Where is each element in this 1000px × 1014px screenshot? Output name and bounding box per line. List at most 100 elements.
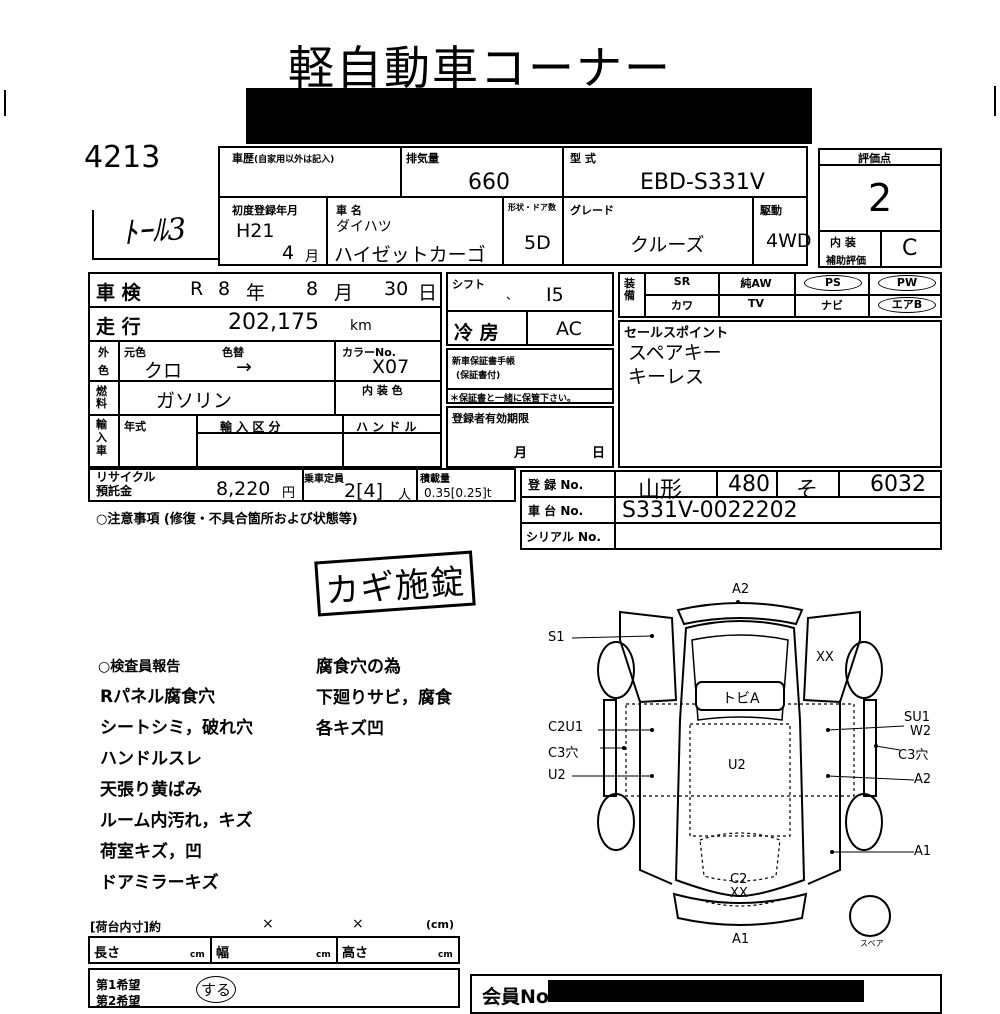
reg-expiry-label: 登録者有効期限 — [452, 412, 529, 425]
interior-sub-label: 補助評価 — [826, 256, 866, 267]
member-redacted — [548, 980, 864, 1002]
fuel-label: 燃料 — [96, 385, 107, 410]
displacement-label: 排気量 — [406, 152, 439, 165]
new-car-label: 新車保証書手帳 — [452, 357, 516, 367]
inspector-note: Rパネル腐食穴 — [100, 687, 216, 707]
grade-value: クルーズ — [630, 234, 705, 256]
serial-label: シリアル No. — [526, 530, 601, 544]
color-label-2: 色 — [98, 364, 109, 377]
capacity-unit: 人 — [398, 488, 412, 503]
reg-class-no: 480 — [728, 472, 770, 497]
diagram-label-u2-left: U2 — [548, 768, 566, 783]
maker-value: ダイハツ — [336, 219, 392, 235]
inspector-note: シートシミ，破れ穴 — [100, 718, 253, 738]
expiry-day-label: 日 — [592, 446, 606, 461]
trim-color-label: 内 装 色 — [362, 384, 403, 397]
first-reg-month-unit: 月 — [305, 249, 319, 265]
color-change-value: → — [236, 356, 252, 378]
score-label: 評価点 — [858, 152, 891, 165]
diagram-label-s1: S1 — [548, 630, 565, 645]
sales-point-label: セールスポイント — [624, 326, 729, 341]
import-label: 輸入車 — [96, 418, 107, 457]
doors-label: 形状・ドア数 — [508, 203, 556, 212]
shift-box — [446, 272, 614, 346]
inspection-month: 8 — [306, 278, 319, 300]
equipment-label: 装備 — [624, 277, 635, 302]
mileage-value: 202,175 — [228, 310, 319, 335]
model-value: EBD-S331V — [640, 170, 765, 195]
recycle-amount: 8,220 — [216, 478, 271, 500]
sales-point-2: キーレス — [628, 366, 705, 388]
shift-value: I5 — [546, 284, 564, 306]
inspection-year: 8 — [218, 278, 231, 300]
handle-label: ハ ン ド ル — [356, 420, 417, 434]
equipment-item-0: SR — [673, 275, 691, 288]
new-car-note: ＊保証書と一緒に保管下さい。 — [450, 394, 577, 404]
diagram-label-su1: SU1 — [904, 710, 931, 725]
registration-box — [520, 470, 942, 550]
mileage-label: 走 行 — [96, 316, 141, 338]
equipment-item-3: PW — [878, 275, 936, 291]
diagram-label-a2-right: A2 — [914, 772, 932, 787]
shift-mark: 、 — [506, 288, 519, 302]
inspection-label: 車 検 — [96, 282, 141, 304]
diagram-label-a1-right: A1 — [914, 844, 932, 859]
equipment-item-6: ナビ — [821, 299, 843, 312]
ac-label: 冷 房 — [454, 322, 499, 344]
cargo-dimensions-box — [88, 936, 460, 964]
page-title: 軽自動車コーナー — [288, 41, 672, 95]
notes-header: ○注意事項 (修復・不具合箇所および状態等) — [96, 512, 358, 527]
inspection-era: R — [190, 278, 204, 300]
color-no-label: カラーNo. — [342, 346, 396, 359]
drive-label: 駆動 — [760, 204, 782, 217]
model-label: 型 式 — [570, 152, 596, 165]
inspector-note: 腐食穴の為 — [316, 657, 401, 677]
load-value: 0.35[0.25]t — [424, 486, 492, 500]
reg-kana: そ — [796, 478, 819, 503]
equipment-item-1: 純AW — [740, 277, 772, 290]
inspection-year-unit: 年 — [246, 282, 266, 304]
equipment-item-5: TV — [747, 297, 765, 310]
reg-region: 山形 — [638, 478, 683, 503]
shift-label: シフト — [452, 278, 485, 291]
diagram-label-xx-right: XX — [816, 650, 834, 665]
history-label: 車歴(自家用以外は記入) — [232, 152, 335, 165]
inspection-month-unit: 月 — [334, 282, 354, 304]
cargo-height-cm: cm — [438, 950, 453, 960]
redacted-block — [246, 88, 812, 144]
diagram-label-c3-right: C3穴 — [898, 748, 929, 763]
new-car-box — [446, 348, 614, 404]
interior-label: 内 装 — [830, 236, 856, 249]
cargo-x2: × — [352, 916, 364, 932]
color-no-value: X07 — [372, 356, 410, 378]
import-class-label: 輸 入 区 分 — [220, 420, 281, 434]
ac-value: AC — [556, 318, 582, 340]
import-year-label: 年式 — [124, 420, 146, 433]
inspector-note: ドアミラーキズ — [100, 873, 219, 893]
hope-stamp: する — [196, 976, 237, 1003]
member-label: 会員No — [482, 986, 549, 1008]
first-reg-label: 初度登録年月 — [232, 204, 298, 217]
inspection-day-unit: 日 — [418, 282, 438, 304]
hope-box — [88, 968, 460, 1008]
cargo-length-label: 長さ — [94, 946, 121, 961]
color-label-1: 外 — [98, 346, 109, 359]
recycle-label: リサイクル 預託金 — [96, 470, 156, 498]
displacement-value: 660 — [468, 170, 510, 195]
inspector-note: 荷室キズ，凹 — [100, 842, 202, 862]
cargo-width-cm: cm — [316, 950, 331, 960]
capacity-label: 乗車定員 — [304, 474, 344, 485]
first-reg-era: H21 — [236, 220, 275, 242]
doors-value: 5D — [524, 232, 551, 254]
inspector-note: ハンドルスレ — [100, 749, 202, 769]
original-color-value: クロ — [144, 360, 183, 382]
color-change-label: 色替 — [222, 346, 244, 359]
header-grid — [218, 146, 808, 266]
inspection-day: 30 — [384, 278, 409, 300]
diagram-label-c3-left: C3穴 — [548, 746, 579, 761]
equipment-item-7: エアB — [878, 297, 936, 313]
inspector-label: ○検査員報告 — [98, 659, 181, 675]
diagram-label-bottom: A1 — [732, 932, 750, 947]
sales-point-1: スペアキー — [628, 342, 722, 364]
interior-value: C — [902, 236, 918, 261]
